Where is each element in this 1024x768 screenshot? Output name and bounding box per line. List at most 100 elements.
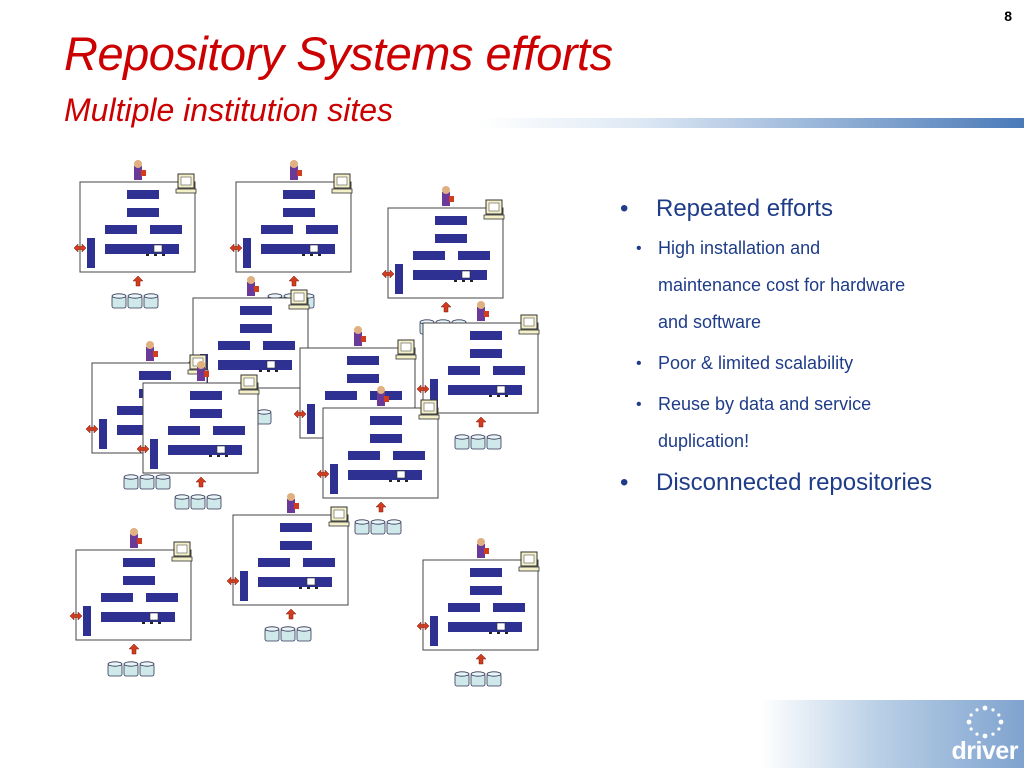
server-icon — [153, 244, 163, 253]
module-bar — [101, 612, 175, 622]
database-top — [454, 434, 470, 440]
repository-site — [136, 361, 260, 510]
page-number: 8 — [1004, 8, 1012, 24]
module-block — [435, 234, 467, 243]
database-top — [190, 494, 206, 500]
module-block — [413, 251, 445, 260]
server-foot — [318, 254, 321, 256]
up-arrow-icon — [288, 275, 300, 287]
user-icon — [197, 361, 209, 381]
repository-site — [416, 538, 540, 687]
module-bar — [105, 244, 179, 254]
database-top — [296, 626, 312, 632]
double-arrow-icon — [416, 384, 430, 394]
database-top — [174, 494, 190, 500]
module-block — [470, 586, 502, 595]
module-block — [283, 208, 315, 217]
computer-icon — [288, 289, 310, 310]
module-vertical — [87, 238, 95, 268]
module-bar — [218, 360, 292, 370]
computer-icon — [175, 173, 197, 194]
sub-bullet-text: Reuse by data and service duplication! — [658, 394, 872, 451]
module-block — [218, 341, 250, 350]
server-foot — [454, 280, 457, 282]
server-foot — [162, 254, 165, 256]
double-arrow-icon — [229, 243, 243, 253]
user-icon — [130, 528, 142, 548]
logo-dot — [997, 713, 1001, 717]
computer-icon — [518, 314, 540, 335]
module-block — [493, 603, 525, 612]
user-icon — [354, 326, 366, 346]
bullet-disconnected-repositories: Disconnected repositories — [614, 466, 1014, 500]
double-arrow-icon — [293, 409, 307, 419]
computer-icon — [395, 339, 417, 360]
server-foot — [310, 254, 313, 256]
server-foot — [462, 280, 465, 282]
module-block — [280, 523, 312, 532]
server-foot — [275, 370, 278, 372]
module-block — [370, 434, 402, 443]
module-block — [347, 356, 379, 365]
module-block — [258, 558, 290, 567]
up-arrow-icon — [375, 501, 387, 513]
server-icon — [266, 360, 276, 369]
module-block — [168, 426, 200, 435]
module-block — [470, 331, 502, 340]
module-vertical — [430, 616, 438, 646]
server-foot — [158, 622, 161, 624]
database-top — [470, 671, 486, 677]
database-top — [264, 626, 280, 632]
user-icon — [290, 160, 302, 180]
module-block — [101, 593, 133, 602]
database-top — [139, 661, 155, 667]
database-top — [111, 293, 127, 299]
module-block — [190, 409, 222, 418]
module-block — [303, 558, 335, 567]
server-foot — [307, 587, 310, 589]
database-top — [206, 494, 222, 500]
user-icon — [442, 186, 454, 206]
module-vertical — [150, 439, 158, 469]
computer-icon — [328, 506, 350, 527]
logo-dot — [982, 733, 988, 739]
title-underline — [478, 118, 1024, 128]
module-block — [280, 541, 312, 550]
user-icon — [477, 538, 489, 558]
bullet-list: Repeated efforts High installation and m… — [614, 192, 1014, 504]
module-block — [435, 216, 467, 225]
module-block — [127, 208, 159, 217]
up-arrow-icon — [440, 301, 452, 313]
logo-dot — [991, 732, 995, 736]
server-icon — [216, 445, 226, 454]
server-foot — [154, 254, 157, 256]
module-vertical — [240, 571, 248, 601]
module-block — [240, 306, 272, 315]
logo-text: driver — [951, 737, 1019, 765]
double-arrow-icon — [136, 444, 150, 454]
double-arrow-icon — [381, 269, 395, 279]
database-top — [454, 671, 470, 677]
server-icon — [461, 270, 471, 279]
up-arrow-icon — [475, 416, 487, 428]
module-block — [263, 341, 295, 350]
logo-dot — [998, 719, 1004, 725]
sub-bullet-text: Poor & limited scalability — [658, 353, 854, 373]
database-top — [486, 434, 502, 440]
server-foot — [299, 587, 302, 589]
up-arrow-icon — [128, 643, 140, 655]
module-block — [370, 391, 402, 400]
repository-site — [416, 301, 540, 450]
module-vertical — [83, 606, 91, 636]
server-foot — [146, 254, 149, 256]
server-foot — [267, 370, 270, 372]
module-block — [325, 391, 357, 400]
module-block — [348, 451, 380, 460]
sub-bullet-group: High installation and maintenance cost f… — [636, 230, 1014, 460]
repository-site — [69, 528, 193, 677]
module-block — [347, 374, 379, 383]
server-foot — [505, 632, 508, 634]
database-top — [123, 661, 139, 667]
module-block — [306, 225, 338, 234]
module-block — [213, 426, 245, 435]
